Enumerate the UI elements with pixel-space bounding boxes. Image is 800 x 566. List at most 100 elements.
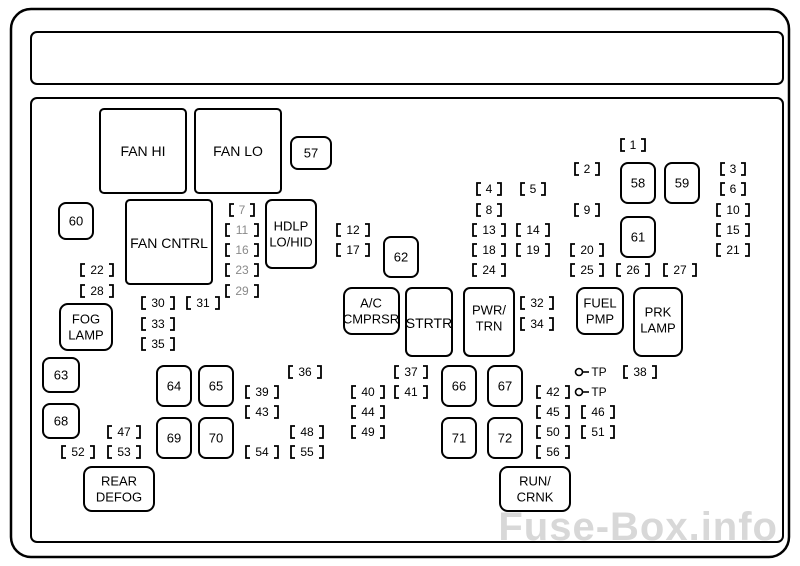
maxi-fuse-71 <box>441 417 477 459</box>
mini-fuse-label-29: 29 <box>235 284 249 298</box>
mini-fuse-9 <box>574 203 600 217</box>
mini-fuse-label-24: 24 <box>482 263 496 277</box>
maxi-fuse-label-59: 59 <box>675 176 689 191</box>
maxi-fuse-label-61: 61 <box>631 230 645 245</box>
mini-fuse-43 <box>245 405 279 419</box>
mini-fuse-21 <box>716 243 750 257</box>
mini-fuse-38 <box>623 365 657 379</box>
mini-fuse-13 <box>472 223 506 237</box>
mini-fuse-56 <box>536 445 570 459</box>
mini-fuse-47 <box>107 425 141 439</box>
mini-fuse-label-53: 53 <box>117 445 131 459</box>
mini-fuse-label-10: 10 <box>726 203 740 217</box>
mini-fuse-label-32: 32 <box>530 296 544 310</box>
maxi-fuse-label-57: 57 <box>304 146 318 161</box>
mini-fuse-label-33: 33 <box>151 317 165 331</box>
mini-fuse-label-19: 19 <box>526 243 540 257</box>
maxi-fuse-label-70: 70 <box>209 431 223 446</box>
mini-fuse-label-34: 34 <box>530 317 544 331</box>
mini-fuse-32 <box>520 296 554 310</box>
mini-fuse-label-27: 27 <box>673 263 687 277</box>
mini-fuse-2 <box>574 162 600 176</box>
maxi-fuse-label-68: 68 <box>54 414 68 429</box>
mini-fuse-label-54: 54 <box>255 445 269 459</box>
mini-fuse-label-52: 52 <box>71 445 85 459</box>
relay-fan-hi <box>99 108 187 194</box>
mini-fuse-19 <box>516 243 550 257</box>
mini-fuse-label-20: 20 <box>580 243 594 257</box>
mini-fuse-16 <box>225 243 259 257</box>
mini-fuse-label-5: 5 <box>530 182 537 196</box>
mini-fuse-label-51: 51 <box>591 425 605 439</box>
mini-fuse-label-3: 3 <box>730 162 737 176</box>
mini-fuse-label-31: 31 <box>196 296 210 310</box>
mini-fuse-3 <box>720 162 746 176</box>
relay-label-run-crnk: RUN/ <box>519 474 551 489</box>
mini-fuse-label-25: 25 <box>580 263 594 277</box>
relay-run-crnk <box>499 466 571 512</box>
mini-fuse-label-13: 13 <box>482 223 496 237</box>
mini-fuse-label-4: 4 <box>486 182 493 196</box>
mini-fuse-label-47: 47 <box>117 425 131 439</box>
mini-fuse-12 <box>336 223 370 237</box>
relay-ac-cmprsr <box>343 287 400 335</box>
relay-prk-lamp <box>633 287 683 357</box>
maxi-fuse-63 <box>42 357 80 393</box>
mini-fuse-label-1: 1 <box>630 138 637 152</box>
maxi-fuse-57 <box>290 136 332 170</box>
mini-fuse-41 <box>394 385 428 399</box>
relay-label-fog-lamp: LAMP <box>68 328 103 343</box>
mini-fuse-42 <box>536 385 570 399</box>
mini-fuse-8 <box>476 203 502 217</box>
maxi-fuse-label-72: 72 <box>498 431 512 446</box>
mini-fuse-18 <box>472 243 506 257</box>
mini-fuse-label-55: 55 <box>300 445 314 459</box>
label-strip <box>30 31 784 85</box>
maxi-fuse-64 <box>156 365 192 407</box>
mini-fuse-14 <box>516 223 550 237</box>
relay-label-fog-lamp: FOG <box>72 312 100 327</box>
mini-fuse-label-15: 15 <box>726 223 740 237</box>
relay-label-strtr: STRTR <box>406 315 452 331</box>
mini-fuse-6 <box>720 182 746 196</box>
mini-fuse-33 <box>141 317 175 331</box>
mini-fuse-label-16: 16 <box>235 243 249 257</box>
mini-fuse-label-2: 2 <box>584 162 591 176</box>
relay-label-hdlp: LO/HID <box>269 235 312 250</box>
relay-hdlp <box>265 199 317 269</box>
maxi-fuse-59 <box>664 162 700 204</box>
mini-fuse-30 <box>141 296 175 310</box>
relay-label-ac-cmprsr: CMPRSR <box>343 312 399 327</box>
relay-label-fan-hi: FAN HI <box>120 143 165 159</box>
maxi-fuse-label-62: 62 <box>394 250 408 265</box>
watermark: Fuse-Box.info <box>498 505 778 549</box>
maxi-fuse-label-60: 60 <box>69 214 83 229</box>
maxi-fuse-66 <box>441 365 477 407</box>
mini-fuse-20 <box>570 243 604 257</box>
mini-fuse-label-46: 46 <box>591 405 605 419</box>
mini-fuse-label-39: 39 <box>255 385 269 399</box>
mini-fuse-1 <box>620 138 646 152</box>
relay-fan-cntrl <box>125 199 213 285</box>
test-point-2-label: TP <box>591 385 606 399</box>
mini-fuse-label-18: 18 <box>482 243 496 257</box>
mini-fuse-17 <box>336 243 370 257</box>
mini-fuse-label-28: 28 <box>90 284 104 298</box>
relay-label-prk-lamp: LAMP <box>640 321 675 336</box>
mini-fuse-50 <box>536 425 570 439</box>
mini-fuse-label-14: 14 <box>526 223 540 237</box>
mini-fuse-label-23: 23 <box>235 263 249 277</box>
mini-fuse-4 <box>476 182 502 196</box>
maxi-fuse-label-65: 65 <box>209 379 223 394</box>
relay-strtr <box>405 287 453 357</box>
relay-label-fan-cntrl: FAN CNTRL <box>130 235 208 251</box>
mini-fuse-label-26: 26 <box>626 263 640 277</box>
mini-fuse-22 <box>80 263 114 277</box>
mini-fuse-label-36: 36 <box>298 365 312 379</box>
mini-fuse-15 <box>716 223 750 237</box>
relay-label-prk-lamp: PRK <box>645 305 672 320</box>
mini-fuse-11 <box>225 223 259 237</box>
mini-fuse-29 <box>225 284 259 298</box>
maxi-fuse-label-69: 69 <box>167 431 181 446</box>
mini-fuse-label-40: 40 <box>361 385 375 399</box>
